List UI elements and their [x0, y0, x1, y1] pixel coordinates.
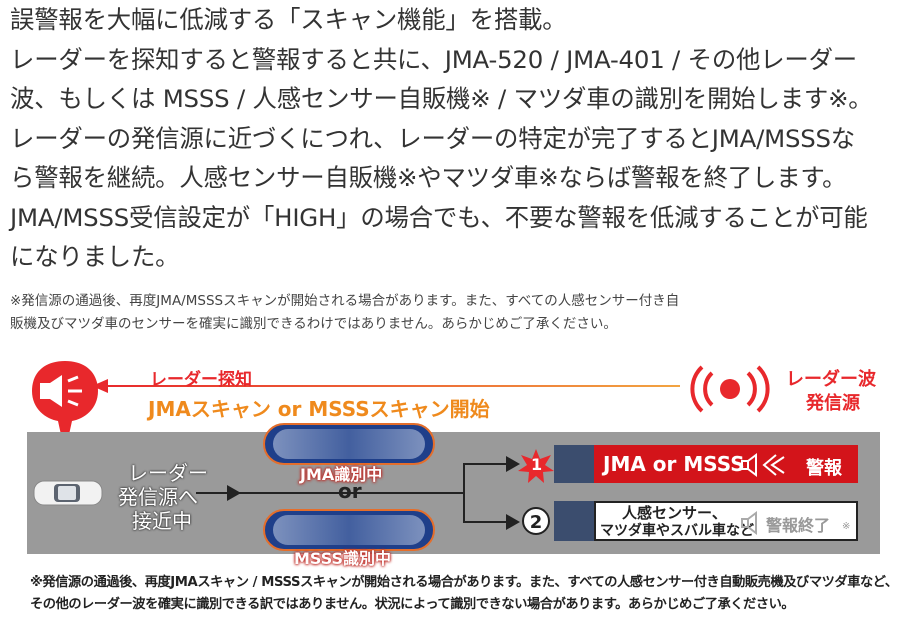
result2-box	[594, 501, 858, 541]
arrow-head-icon	[506, 456, 520, 472]
body-line: 誤警報を大幅に低減する「スキャン機能」を搭載。	[10, 5, 567, 34]
result2-label: 人感センサー、	[622, 504, 727, 522]
flow-line	[463, 463, 465, 523]
body-line: になりました。	[10, 242, 180, 271]
or-label: or	[338, 479, 362, 503]
msss-scan-pill	[263, 509, 435, 551]
radar-source-label: 発信源	[806, 393, 860, 414]
body-line: レーダーの発信源に近づくにつれ、レーダーの特定が完了するとJMA/MSSSな	[10, 123, 855, 153]
result-number: 2	[522, 507, 550, 535]
body-line: 波、もしくは MSSS / 人感センサー自販機※ / マツダ車の識別を開始します…	[10, 84, 873, 113]
result1-label: JMA or MSSS	[603, 452, 745, 476]
result1-action: 警報	[806, 458, 842, 479]
result-number: 1	[531, 455, 543, 474]
result1-box	[594, 445, 858, 483]
scan-function-diagram: レーダー波 発信源 レーダー探知 JMAスキャン or MSSSスキャン開始 レ…	[0, 355, 900, 635]
result-thumbnail	[554, 501, 594, 541]
jma-scan-pill	[263, 423, 435, 465]
msss-identifying-label: MSSS識別中	[294, 549, 392, 568]
jma-identifying-label: JMA識別中	[300, 465, 383, 484]
radar-detect-label: レーダー探知	[150, 370, 252, 390]
approach-label: 発信源へ	[118, 485, 198, 509]
result-thumbnail	[554, 445, 594, 483]
scan-start-label: JMAスキャン or MSSSスキャン開始	[148, 397, 490, 421]
detection-arrow-line	[100, 385, 680, 387]
flow-line	[196, 492, 464, 494]
alert-speaker-icon	[32, 361, 98, 453]
muted-speaker-icon	[741, 511, 757, 535]
result2-label: マツダ車やスバル車など	[600, 523, 754, 539]
footer-note-line: ※発信源の通過後、再度JMAスキャン / MSSSスキャンが開始される場合があり…	[30, 575, 898, 590]
arrow-head-icon	[227, 485, 241, 501]
arrow-head-icon	[506, 514, 520, 530]
approach-label: 接近中	[132, 509, 192, 533]
radar-source-icon	[690, 365, 770, 413]
car-icon	[33, 480, 103, 506]
flow-line	[463, 521, 513, 523]
flow-line	[463, 463, 513, 465]
body-line: JMA/MSSS受信設定が「HIGH」の場合でも、不要な警報を低減することが可能	[10, 202, 868, 232]
description-paragraph: 誤警報を大幅に低減する「スキャン機能」を搭載。 レーダーを探知すると警報すると共…	[10, 0, 895, 277]
note-line: 販機及びマツダ車のセンサーを確実に識別できるわけではありません。あらかじめご了承…	[10, 316, 617, 332]
note-line: ※発信源の通過後、再度JMA/MSSSスキャンが開始される場合があります。また、…	[10, 293, 680, 309]
result2-mark: ※	[842, 521, 851, 532]
starburst-icon	[518, 449, 554, 483]
alert-speaker-icon	[741, 453, 785, 477]
arrow-head-icon	[92, 379, 108, 393]
radar-source-label: レーダー波	[786, 369, 876, 390]
footer-note-line: その他のレーダー波を確実に識別できる訳ではありません。状況によって識別できない場…	[30, 597, 795, 612]
body-line: ら警報を継続。人感センサー自販機※やマツダ車※ならば警報を終了します。	[10, 163, 847, 192]
result2-action: 警報終了	[766, 516, 831, 535]
body-line: レーダーを探知すると警報すると共に、JMA-520 / JMA-401 / その…	[10, 44, 857, 74]
approach-label: レーダー	[128, 461, 208, 485]
